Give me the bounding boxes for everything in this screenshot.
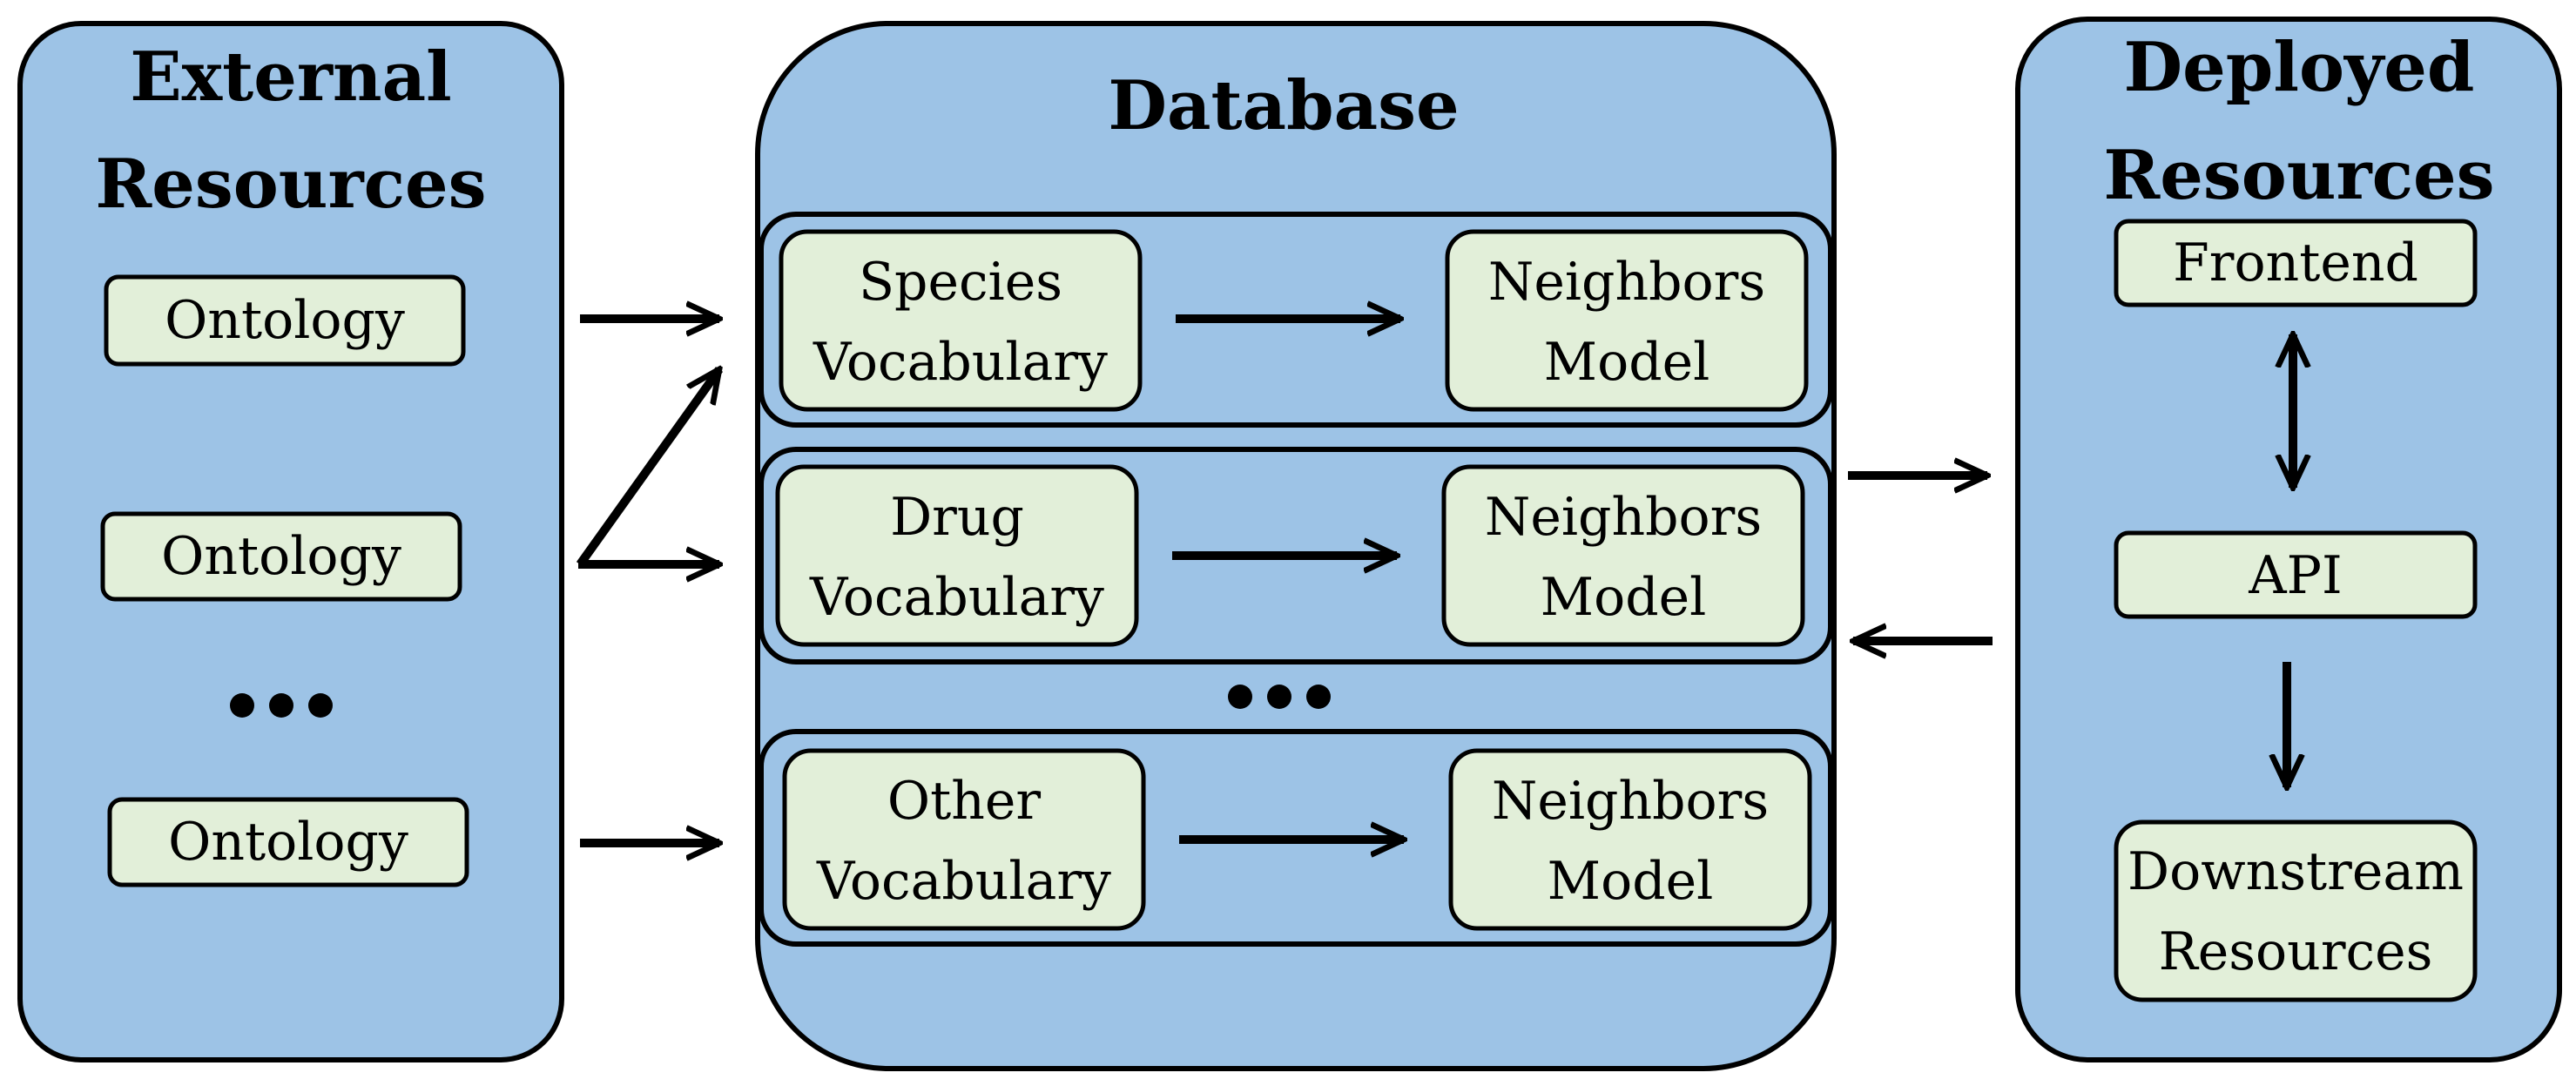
species-vocabulary-box: [779, 229, 1143, 412]
model-2-line1: Neighbors: [1485, 487, 1762, 548]
ellipsis-external: [230, 693, 333, 718]
downstream-resources-box: [2114, 820, 2478, 1002]
neighbors-model-box-2: [1441, 464, 1805, 647]
model-3-line2: Model: [1548, 851, 1714, 912]
species-vocab-line2: Vocabulary: [813, 332, 1108, 393]
frontend-box: [2114, 219, 2478, 307]
ontology-box-2: [100, 511, 462, 602]
vocabulary-row-drug: Drug Vocabulary Neighbors Model: [759, 447, 1833, 664]
api-label: API: [2248, 545, 2342, 606]
external-resources-panel: External Resources Ontology Ontology Ont…: [17, 21, 564, 1062]
ontology-label-3: Ontology: [168, 812, 408, 873]
neighbors-model-box-1: [1445, 229, 1809, 412]
deployed-title-line1: Deployed: [2124, 28, 2475, 107]
ontology-box-3: [107, 797, 469, 887]
other-vocab-line2: Vocabulary: [816, 851, 1111, 912]
vocabulary-row-other: Other Vocabulary Neighbors Model: [759, 729, 1833, 947]
downstream-line2: Resources: [2159, 921, 2433, 982]
deployed-resources-panel: Deployed Resources Frontend API Downstre…: [2015, 17, 2562, 1062]
external-to-database-arrows: [576, 319, 719, 843]
drug-vocab-line2: Vocabulary: [809, 567, 1104, 628]
vocabulary-row-species: Species Vocabulary Neighbors Model: [759, 212, 1833, 428]
drug-vocab-line1: Drug: [890, 487, 1024, 548]
species-vocab-line1: Species: [859, 252, 1062, 313]
ontology-label-2: Ontology: [161, 526, 401, 587]
external-title-line1: External: [130, 37, 452, 117]
model-2-line2: Model: [1541, 567, 1707, 628]
drug-vocabulary-box: [775, 464, 1139, 647]
downstream-line1: Downstream: [2128, 841, 2464, 902]
deployed-title-line2: Resources: [2103, 136, 2494, 215]
ontology-box-1: [104, 274, 466, 367]
database-panel: Database Species Vocabulary Neighbors Mo…: [755, 21, 1837, 1071]
model-1-line2: Model: [1544, 332, 1710, 393]
other-vocab-line1: Other: [887, 771, 1041, 832]
model-1-line1: Neighbors: [1488, 252, 1765, 313]
external-title-line2: Resources: [95, 145, 486, 224]
ellipsis-database: [1228, 685, 1331, 709]
api-box: [2114, 530, 2478, 619]
frontend-label: Frontend: [2173, 233, 2418, 293]
neighbors-model-box-3: [1448, 748, 1812, 931]
arrow-ext-2-up: [576, 369, 719, 567]
model-3-line1: Neighbors: [1492, 771, 1769, 832]
database-deployed-arrows: [1848, 476, 1993, 641]
database-title: Database: [1108, 66, 1459, 145]
ontology-label-1: Ontology: [165, 290, 405, 351]
other-vocabulary-box: [782, 748, 1146, 931]
